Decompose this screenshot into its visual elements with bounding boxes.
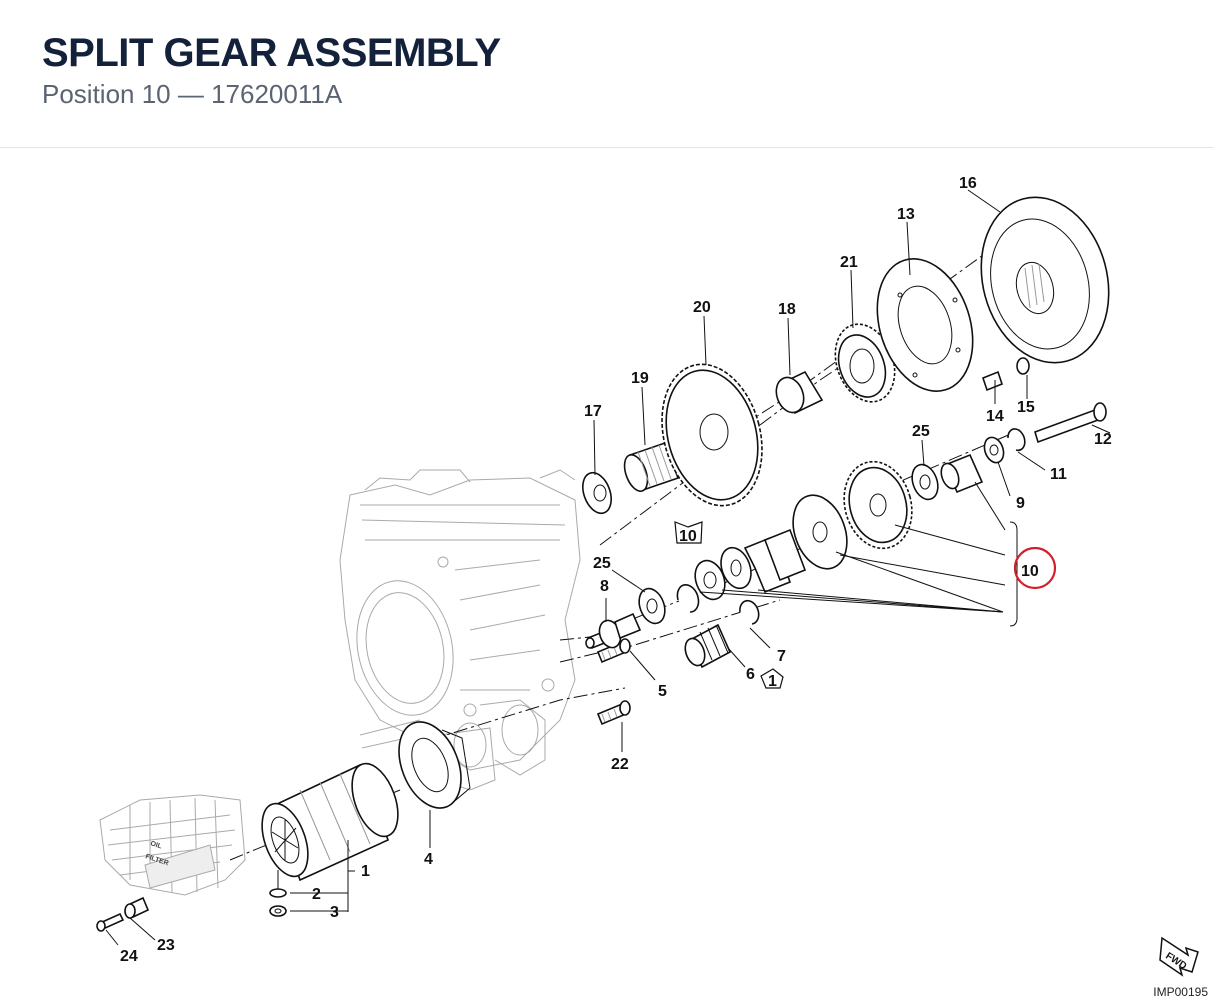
part-labels: 16 13 21 20 18 19 17 14 15 25 12 11 9 10… — [120, 175, 1112, 965]
fwd-arrow-icon: FWD — [1159, 936, 1199, 977]
label-3: 3 — [330, 904, 339, 921]
label-10-pentagon: 10 — [679, 528, 697, 545]
part-7-clip — [739, 599, 760, 625]
label-14: 14 — [986, 408, 1004, 425]
bolts — [585, 612, 642, 726]
label-10-main: 10 — [1021, 563, 1039, 580]
part-1-filter — [261, 762, 399, 882]
oil-decal: OIL — [149, 840, 163, 850]
label-8: 8 — [600, 578, 609, 595]
part-20-gear — [661, 363, 763, 507]
label-25-upper: 25 — [912, 423, 930, 440]
label-6: 6 — [746, 666, 755, 683]
head-fragment — [99, 794, 246, 896]
label-1: 1 — [361, 863, 370, 880]
label-22: 22 — [611, 756, 629, 773]
pentagon-callout-icon — [674, 521, 784, 689]
highlight-ring — [1013, 546, 1057, 590]
lower-shaft-parts — [638, 494, 848, 625]
page-title: SPLIT GEAR ASSEMBLY — [42, 31, 501, 75]
part-4-flange — [398, 721, 471, 809]
label-5: 5 — [658, 683, 667, 700]
label-1-pentagon: 1 — [768, 673, 777, 690]
upper-shaft-parts — [775, 196, 1110, 415]
label-4: 4 — [424, 851, 433, 868]
exploded-diagram: OIL FILTER — [96, 175, 1199, 977]
label-17: 17 — [584, 403, 602, 420]
parts-2-3-washers — [269, 870, 287, 917]
label-15: 15 — [1017, 399, 1035, 416]
label-19: 19 — [631, 370, 649, 387]
right-small-parts — [843, 357, 1107, 550]
label-7: 7 — [777, 648, 786, 665]
label-13: 13 — [897, 206, 915, 223]
label-16: 16 — [959, 175, 977, 192]
label-18: 18 — [778, 301, 796, 318]
label-11: 11 — [1050, 466, 1067, 483]
label-2: 2 — [312, 886, 321, 903]
leader-lines — [105, 189, 1111, 946]
label-9: 9 — [1016, 495, 1025, 512]
engine-case — [339, 469, 581, 791]
parts-23-24 — [96, 896, 150, 932]
drawing-reference: IMP00195 — [1153, 985, 1208, 999]
part-17-19 — [582, 441, 680, 515]
label-24: 24 — [120, 948, 138, 965]
label-21: 21 — [840, 254, 858, 271]
label-12: 12 — [1094, 431, 1112, 448]
header: SPLIT GEAR ASSEMBLY Position 10 — 176200… — [0, 0, 1214, 148]
label-23: 23 — [157, 937, 175, 954]
page-subtitle: Position 10 — 17620011A — [42, 79, 343, 109]
label-25-lower: 25 — [593, 555, 611, 572]
label-20: 20 — [693, 299, 711, 316]
part-6-pinion — [684, 623, 732, 669]
